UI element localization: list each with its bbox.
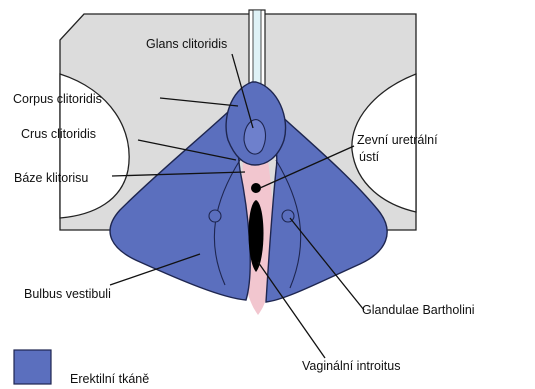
label-glandulae: Glandulae Bartholini xyxy=(362,303,475,317)
legend-label: Erektilní tkáně xyxy=(70,372,149,386)
left-bartholin-gland xyxy=(209,210,221,222)
label-uretra-line2: ústí xyxy=(359,150,380,164)
urethral-opening xyxy=(251,183,261,193)
label-corpus: Corpus clitoridis xyxy=(13,92,102,106)
legend-swatch xyxy=(14,350,51,384)
label-glans: Glans clitoridis xyxy=(146,37,227,51)
label-introitus: Vaginální introitus xyxy=(302,359,400,373)
label-crus: Crus clitoridis xyxy=(21,127,96,141)
label-uretra-line1: Zevní uretrální xyxy=(357,133,438,147)
midline-inner xyxy=(253,10,261,88)
label-baze: Báze klitorisu xyxy=(14,171,88,185)
glans-clitoridis xyxy=(244,120,265,154)
label-bulbus: Bulbus vestibuli xyxy=(24,287,111,301)
